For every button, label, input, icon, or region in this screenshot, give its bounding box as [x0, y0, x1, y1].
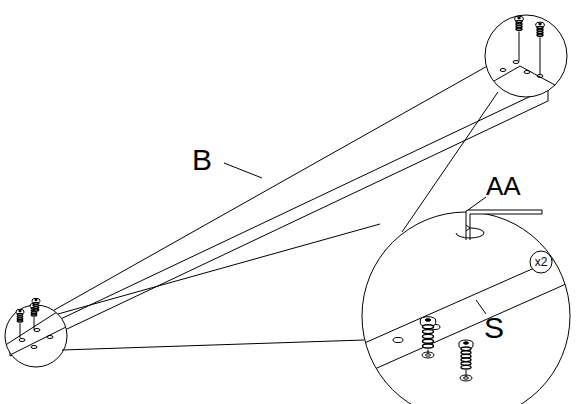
- screw: [420, 317, 435, 354]
- part-letter: B: [192, 145, 212, 175]
- screw: [30, 303, 38, 330]
- screws: [16, 16, 544, 377]
- magnified-detail: [362, 212, 570, 404]
- rotation-arrow: [456, 225, 484, 238]
- screw: [16, 309, 24, 338]
- quantity-badge: x2: [529, 250, 553, 274]
- tool-letter: AA: [486, 173, 521, 199]
- part-letter: S: [484, 313, 504, 343]
- screw: [32, 298, 40, 311]
- leader-line: [224, 163, 262, 178]
- hex-key: [466, 210, 542, 240]
- leader-line: [476, 300, 486, 314]
- screw: [536, 22, 544, 75]
- screw: [515, 16, 523, 61]
- leader-line: [468, 197, 486, 210]
- quantity-text: x2: [535, 256, 548, 268]
- screw: [459, 340, 473, 377]
- detail-circle: [5, 305, 67, 367]
